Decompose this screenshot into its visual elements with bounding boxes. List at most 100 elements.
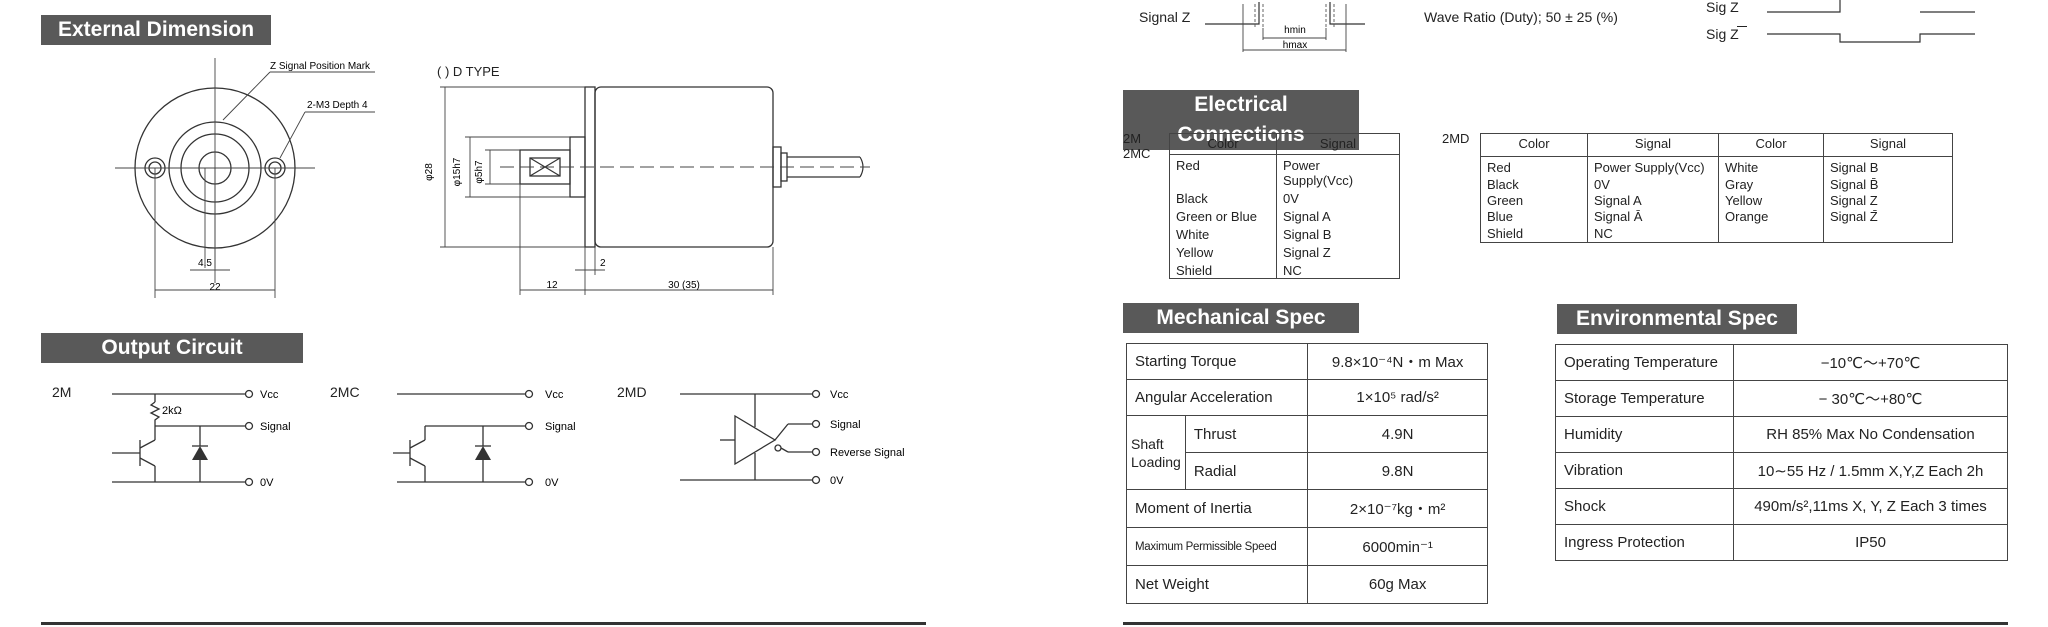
ec2-signal: Power Supply(Vcc) — [1587, 156, 1719, 177]
shaft-loading-label: Shaft Loading — [1126, 415, 1186, 490]
m3-depth-label: 2-M3 Depth 4 — [307, 100, 368, 111]
zero-v-label: 0V — [260, 477, 274, 489]
ec2-signal2: Signal B̄ — [1823, 176, 1953, 193]
ec-signal: Signal A — [1276, 206, 1400, 224]
spec-value: 2×10⁻⁷kg・m² — [1307, 489, 1488, 528]
ec2-color2: White — [1718, 156, 1824, 177]
spec-label: Angular Acceleration — [1125, 379, 1309, 416]
ec2-header-color2: Color — [1718, 133, 1824, 157]
env-label: Humidity — [1555, 416, 1734, 453]
zbar-overline — [1737, 26, 1747, 27]
vcc-label: Vcc — [260, 389, 279, 401]
ec-2mc-label: 2MC — [1123, 146, 1151, 161]
dim-phi5: φ5h7 — [474, 160, 485, 184]
env-value: 490m/s²,11ms X, Y, Z Each 3 times — [1733, 488, 2008, 525]
signal-label-2md: Signal — [830, 419, 861, 431]
signal-label-2mc: Signal — [545, 421, 576, 433]
ec-signal: 0V — [1276, 188, 1400, 206]
spec-value: 9.8N — [1307, 452, 1488, 490]
spec-value: 1×10⁵ rad/s² — [1307, 379, 1488, 416]
ec2-color: Shield — [1487, 225, 1524, 241]
ec2-signal: Signal A — [1587, 192, 1719, 210]
dim-phi28: φ28 — [424, 163, 435, 181]
env-label: Operating Temperature — [1555, 344, 1734, 381]
ec2-signal2: Signal Z — [1823, 192, 1953, 210]
sig-z-waveform — [1767, 0, 1975, 43]
signal-z-label: Signal Z — [1139, 9, 1191, 25]
ec2-color2: Yellow — [1718, 192, 1824, 210]
spec-value: 9.8×10⁻⁴N・m Max — [1307, 343, 1488, 380]
spec-label: Net Weight — [1125, 565, 1309, 604]
vcc-label-2mc: Vcc — [545, 389, 564, 401]
dim-30: 30 (35) — [668, 280, 700, 291]
output-circuit-header: Output Circuit — [41, 333, 303, 363]
env-value: RH 85% Max No Condensation — [1733, 416, 2008, 453]
ec-signal: Signal B — [1276, 224, 1400, 242]
spec-label: Maximum Permissible Speed — [1125, 527, 1309, 566]
z-signal-mark-label: Z Signal Position Mark — [270, 61, 371, 72]
sig-z-label: Sig Z — [1706, 0, 1739, 15]
dim-22: 22 — [209, 282, 221, 293]
ec-signal: Signal Z — [1276, 242, 1400, 260]
zero-v-label-2mc: 0V — [545, 477, 559, 489]
mechanical-spec-header: Mechanical Spec — [1123, 303, 1359, 333]
ec-header-signal: Signal — [1276, 133, 1400, 155]
ec-color: Green or Blue — [1176, 209, 1257, 224]
spec-label: Thrust — [1184, 415, 1309, 453]
wave-ratio-label: Wave Ratio (Duty); 50 ± 25 (%) — [1424, 9, 1618, 25]
hmax-label: hmax — [1283, 40, 1307, 51]
ec2-signal: 0V — [1587, 176, 1719, 193]
environmental-spec-header: Environmental Spec — [1557, 304, 1797, 334]
dim-phi15: φ15h7 — [452, 157, 463, 186]
sig-zbar-label: Sig Z — [1706, 26, 1739, 42]
circuit-2md-diagram: Vcc Signal Reverse Signal 0V — [680, 389, 905, 487]
ec-color: White — [1176, 227, 1210, 242]
ec2-color2 — [1718, 225, 1824, 243]
spec-value: 60g Max — [1307, 565, 1488, 604]
environmental-spec-table: Operating Temperature−10℃〜+70℃ Storage T… — [1555, 344, 2008, 561]
env-value: −10℃〜+70℃ — [1733, 344, 2008, 381]
env-label: Storage Temperature — [1555, 380, 1734, 417]
reverse-signal-label: Reverse Signal — [830, 447, 905, 459]
circuit-2mc-label: 2MC — [330, 384, 360, 400]
env-label: Vibration — [1555, 452, 1734, 489]
env-label: Ingress Protection — [1555, 524, 1734, 561]
ec-color: Shield — [1176, 263, 1213, 278]
ec2-color2: Gray — [1718, 176, 1824, 193]
ec2-color: Blue — [1487, 209, 1514, 225]
ec2-signal: Signal Ā — [1587, 209, 1719, 226]
ec-header-color: Color — [1169, 133, 1277, 155]
circuit-2md-label: 2MD — [617, 384, 647, 400]
ec2-header-signal: Signal — [1587, 133, 1719, 157]
ec2-signal2: Signal B — [1823, 156, 1953, 177]
ec2-color: Black — [1487, 176, 1519, 192]
ec-color: Yellow — [1176, 245, 1214, 260]
ec2-color2: Orange — [1718, 209, 1824, 226]
circuit-2m-diagram: 2kΩ Vcc Signal 0V — [112, 389, 291, 489]
env-value: − 30℃〜+80℃ — [1733, 380, 2008, 417]
spec-label: Radial — [1184, 452, 1309, 490]
dim-2: 2 — [600, 258, 606, 269]
ec-signal: Power Supply(Vcc) — [1276, 154, 1400, 188]
env-label: Shock — [1555, 488, 1734, 525]
spec-label: Moment of Inertia — [1125, 489, 1309, 528]
circuit-2m-label: 2M — [52, 384, 72, 400]
resistor-label: 2kΩ — [162, 405, 182, 417]
dim-4-5: 4.5 — [198, 258, 212, 269]
ec2-signal: NC — [1587, 225, 1719, 243]
signal-z-waveform: hmin hmax — [1205, 2, 1365, 52]
ec-signal: NC — [1276, 260, 1400, 279]
ec2-signal2: Signal Z̄ — [1823, 209, 1953, 226]
side-view-drawing: φ28 φ15h7 φ5h7 2 12 30 (35) — [424, 86, 870, 295]
signal-label: Signal — [260, 421, 291, 433]
ec2-signal2 — [1823, 225, 1953, 243]
ec-2m-label: 2M — [1123, 131, 1142, 146]
circuit-2mc-diagram: Vcc Signal 0V — [393, 389, 576, 489]
spec-value: 4.9N — [1307, 415, 1488, 453]
ec2-header-color: Color — [1480, 133, 1588, 157]
spec-value: 6000min⁻¹ — [1307, 527, 1488, 566]
d-type-label: ( ) D TYPE — [437, 64, 500, 79]
zero-v-label-2md: 0V — [830, 475, 844, 487]
hmin-label: hmin — [1284, 25, 1306, 36]
